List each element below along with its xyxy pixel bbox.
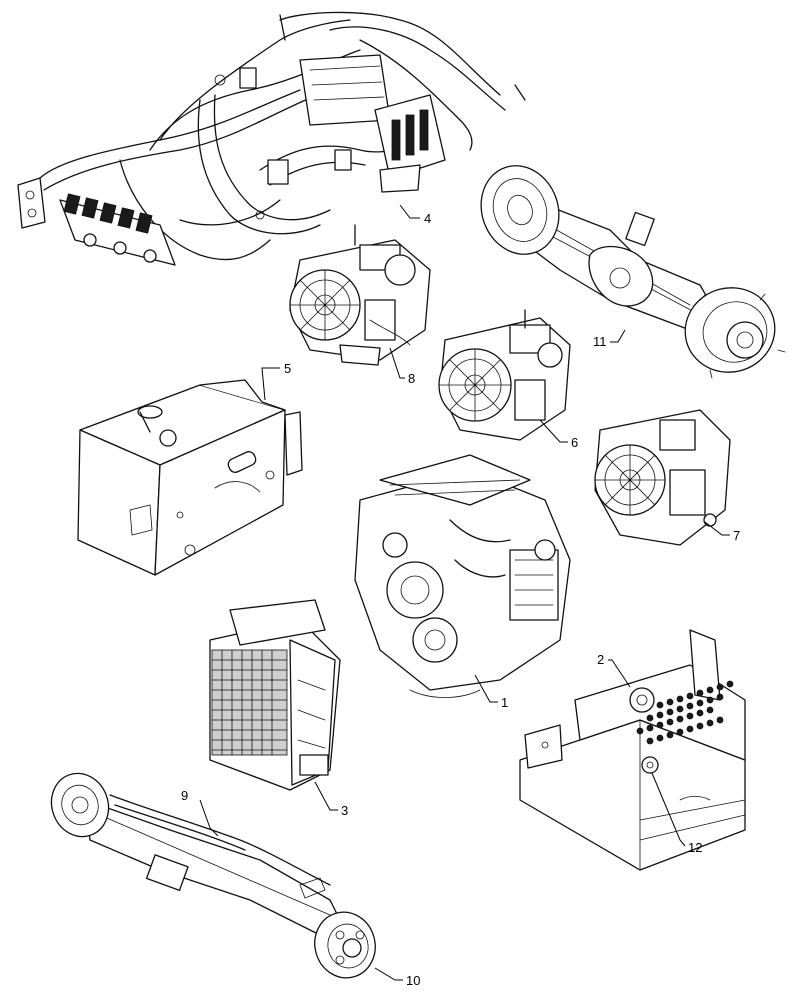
hydraulic-harness-assembly [17, 11, 526, 266]
callout-11: 11 [593, 334, 607, 349]
battery-box-tank [519, 629, 746, 871]
rear-axle-assembly [480, 165, 786, 379]
callout-6: 6 [571, 435, 578, 450]
front-axle-assembly [50, 772, 376, 979]
transmission-a [289, 224, 431, 366]
battery-cell-grid [636, 680, 734, 745]
callout-2: 2 [597, 652, 604, 667]
callout-5: 5 [284, 361, 291, 376]
transmission-b [438, 309, 571, 441]
callout-8: 8 [408, 371, 415, 386]
transmission-c [594, 409, 731, 546]
callout-7: 7 [733, 528, 740, 543]
radiator-cooling-pack [209, 599, 341, 791]
callout-1: 1 [501, 695, 508, 710]
engine [354, 454, 571, 698]
callout-10: 10 [406, 973, 420, 988]
callout-12: 12 [688, 840, 702, 855]
callout-3: 3 [341, 803, 348, 818]
callout-4: 4 [424, 211, 431, 226]
callout-9: 9 [181, 788, 188, 803]
fuel-tank [77, 379, 303, 576]
callout-leaders [199, 204, 730, 981]
